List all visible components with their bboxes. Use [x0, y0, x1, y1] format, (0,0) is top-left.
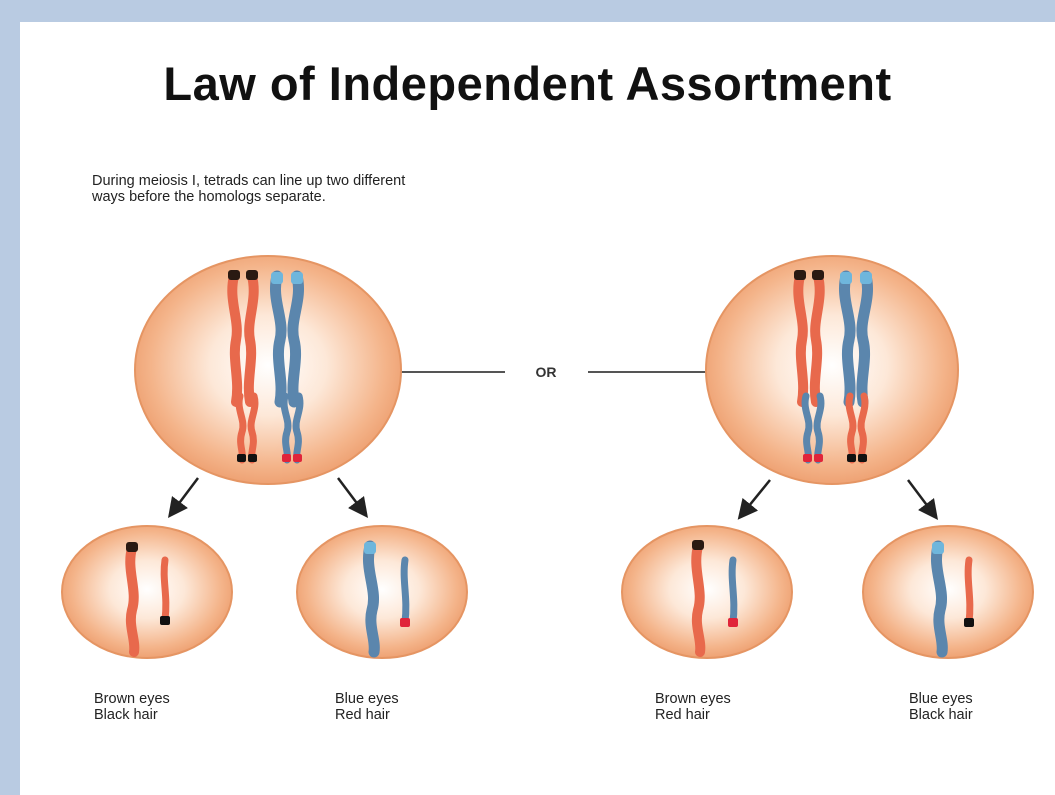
- allele-red-hair-2: [293, 454, 302, 462]
- allele-brown-eye-1: [228, 270, 240, 280]
- parent-cell-left: [135, 256, 401, 484]
- gamete-3-eyes: Brown eyes: [655, 691, 731, 707]
- allele-red-hair: [728, 618, 738, 627]
- chromatid-red-large-b: [249, 276, 254, 402]
- parent-cell-right: [706, 256, 958, 484]
- gamete-2-hair: Red hair: [335, 707, 399, 723]
- chromosome-red-large: [696, 546, 700, 652]
- chromosome-blue-small: [404, 560, 406, 622]
- chromatid-red-large-a: [232, 276, 237, 402]
- chromatid-red-large-a: [798, 276, 803, 402]
- allele-black-hair-2: [248, 454, 257, 462]
- allele-brown-eye-2: [812, 270, 824, 280]
- chromosome-blue-large: [936, 546, 942, 652]
- gamete-1-eyes: Brown eyes: [94, 691, 170, 707]
- gamete-cell-4: [863, 526, 1033, 658]
- arrow-to-gamete-2: [338, 478, 362, 510]
- allele-blue-eye-1: [271, 272, 283, 284]
- chromatid-red-small-a: [849, 396, 853, 460]
- gamete-cell-2: [297, 526, 467, 658]
- gamete-3-label: Brown eyes Red hair: [655, 691, 731, 723]
- gamete-4-hair: Black hair: [909, 707, 973, 723]
- chromatid-red-small-a: [239, 396, 243, 460]
- arrow-to-gamete-3: [744, 480, 770, 512]
- chromatid-blue-small-a: [805, 396, 809, 460]
- allele-black-hair-1: [237, 454, 246, 462]
- allele-red-hair-1: [282, 454, 291, 462]
- or-label: OR: [536, 364, 557, 380]
- gamete-4-label: Blue eyes Black hair: [909, 691, 973, 723]
- allele-red-hair-2: [814, 454, 823, 462]
- allele-brown-eye: [692, 540, 704, 550]
- gamete-cell-1: [62, 526, 232, 658]
- chromatid-blue-small-b: [296, 396, 300, 460]
- chromosome-red-large: [130, 548, 134, 652]
- allele-red-hair: [400, 618, 410, 627]
- chromatid-blue-large-b: [293, 276, 299, 402]
- chromatid-blue-large-b: [862, 276, 868, 402]
- gamete-1-label: Brown eyes Black hair: [94, 691, 170, 723]
- allele-blue-eye-2: [291, 272, 303, 284]
- chromosome-blue-small: [732, 560, 734, 622]
- allele-brown-eye-2: [246, 270, 258, 280]
- allele-black-hair: [160, 616, 170, 625]
- chromatid-blue-large-a: [275, 276, 281, 402]
- gamete-2-label: Blue eyes Red hair: [335, 691, 399, 723]
- chromatid-blue-small-a: [284, 396, 288, 460]
- allele-brown-eye: [126, 542, 138, 552]
- chromatid-red-small-b: [861, 396, 865, 460]
- gamete-1-hair: Black hair: [94, 707, 170, 723]
- chromatid-red-large-b: [815, 276, 820, 402]
- allele-black-hair-1: [847, 454, 856, 462]
- allele-black-hair-2: [858, 454, 867, 462]
- chromatid-red-small-b: [251, 396, 255, 460]
- gamete-3-hair: Red hair: [655, 707, 731, 723]
- gamete-2-eyes: Blue eyes: [335, 691, 399, 707]
- gamete-4-eyes: Blue eyes: [909, 691, 973, 707]
- allele-blue-eye-2: [860, 272, 872, 284]
- arrow-to-gamete-1: [174, 478, 198, 510]
- allele-blue-eye: [364, 542, 376, 554]
- chromatid-blue-small-b: [817, 396, 821, 460]
- arrow-to-gamete-4: [908, 480, 932, 512]
- allele-blue-eye-1: [840, 272, 852, 284]
- allele-black-hair: [964, 618, 974, 627]
- chromosome-red-small: [968, 560, 970, 622]
- allele-red-hair-1: [803, 454, 812, 462]
- chromosome-blue-large: [368, 546, 374, 652]
- chromatid-blue-large-a: [844, 276, 850, 402]
- gamete-cell-3: [622, 526, 792, 658]
- allele-brown-eye-1: [794, 270, 806, 280]
- allele-blue-eye: [932, 542, 944, 554]
- chromosome-red-small: [164, 560, 166, 620]
